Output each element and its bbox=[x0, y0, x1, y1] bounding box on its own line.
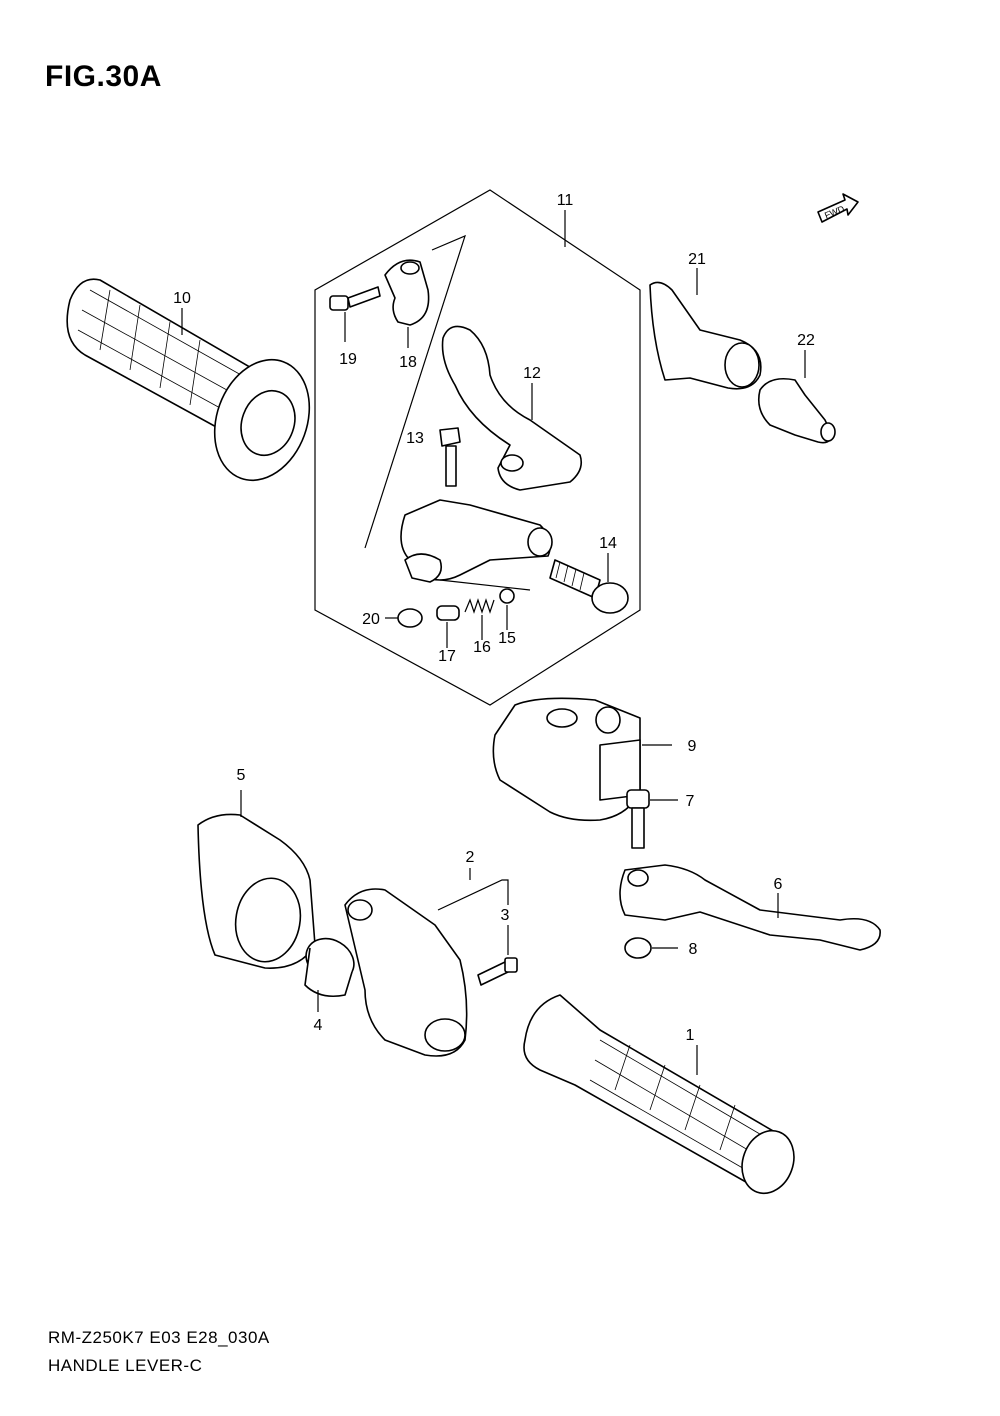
pivot-bolt-part-7 bbox=[626, 789, 650, 849]
callout-16: 16 bbox=[473, 639, 491, 656]
adjuster-part-14 bbox=[549, 559, 629, 614]
cover-part-21 bbox=[649, 281, 762, 390]
bolt-part-19 bbox=[329, 286, 381, 311]
callout-21: 21 bbox=[688, 251, 706, 268]
throttle-case-part-2 bbox=[344, 888, 468, 1057]
callout-10: 10 bbox=[173, 290, 191, 307]
callout-19: 19 bbox=[339, 351, 357, 368]
lever-part-6 bbox=[619, 864, 881, 951]
screw-part-3 bbox=[477, 957, 518, 986]
ball-part-15 bbox=[499, 588, 515, 604]
callout-1: 1 bbox=[686, 1027, 695, 1044]
clamp-part-18 bbox=[384, 259, 430, 326]
callout-18: 18 bbox=[399, 354, 417, 371]
figure-title: FIG.30A bbox=[45, 60, 162, 93]
callout-4: 4 bbox=[314, 1017, 323, 1034]
callout-17: 17 bbox=[438, 648, 456, 665]
callout-13: 13 bbox=[406, 430, 424, 447]
spring-part-16 bbox=[464, 598, 495, 614]
callout-12: 12 bbox=[523, 365, 541, 382]
callout-7: 7 bbox=[686, 793, 695, 810]
callout-8: 8 bbox=[689, 941, 698, 958]
adjuster-part-22 bbox=[757, 377, 836, 444]
clutch-lever-part-12 bbox=[441, 325, 583, 491]
model-code: RM-Z250K7 E03 E28_030A bbox=[48, 1328, 270, 1347]
fwd-arrow-icon: FWD bbox=[817, 193, 859, 223]
callout-3: 3 bbox=[501, 907, 510, 924]
boot-part-9 bbox=[492, 697, 641, 822]
callout-9: 9 bbox=[688, 738, 697, 755]
callout-6: 6 bbox=[774, 876, 783, 893]
cover-part-5 bbox=[197, 813, 316, 969]
callout-15: 15 bbox=[498, 630, 516, 647]
nut-part-20 bbox=[397, 608, 423, 628]
nut-part-8 bbox=[624, 937, 652, 959]
fwd-label: FWD bbox=[823, 203, 846, 220]
pin-part-17 bbox=[436, 605, 460, 621]
right-grip-part bbox=[523, 994, 795, 1195]
assembly-outline bbox=[314, 189, 641, 706]
callout-2: 2 bbox=[466, 849, 475, 866]
left-grip-part bbox=[66, 278, 311, 482]
callout-5: 5 bbox=[237, 767, 246, 784]
callout-20: 20 bbox=[362, 611, 380, 628]
collar-part-4 bbox=[304, 937, 355, 998]
lever-holder bbox=[400, 499, 553, 583]
callout-11: 11 bbox=[557, 192, 574, 209]
callout-22: 22 bbox=[797, 332, 815, 349]
section-name: HANDLE LEVER-C bbox=[48, 1356, 203, 1375]
callout-14: 14 bbox=[599, 535, 617, 552]
screw-part-13 bbox=[439, 427, 461, 487]
